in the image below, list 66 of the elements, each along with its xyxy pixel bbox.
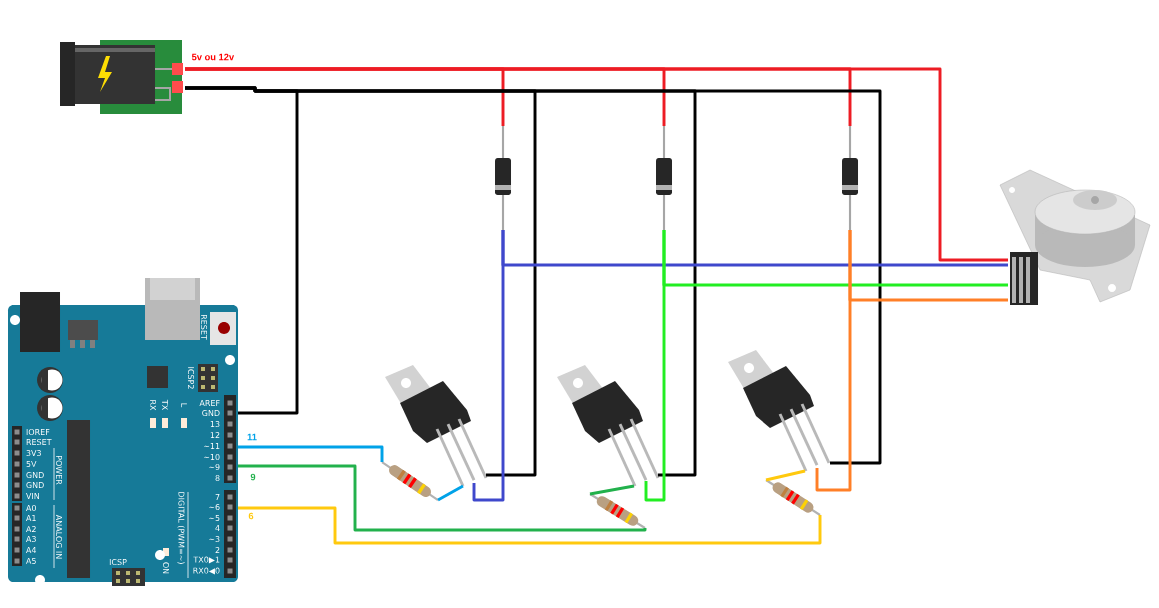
- board-label: ICSP: [109, 559, 127, 566]
- wire: [238, 464, 647, 532]
- wire: [644, 230, 666, 502]
- board-label: AREF: [199, 400, 220, 406]
- board-label: ICSP2: [188, 367, 195, 389]
- board-label: RX: [150, 400, 156, 411]
- board-label: ~9: [209, 464, 220, 470]
- board-label: RESET: [201, 315, 208, 340]
- board-label: VIN: [26, 493, 39, 499]
- wire: [765, 469, 806, 482]
- transistor-drawing: [385, 365, 488, 487]
- board-label: 3V3: [26, 450, 41, 456]
- microcontroller-board-drawing: [8, 278, 238, 586]
- board-label: RX0◀0: [193, 567, 220, 575]
- board-label: 12: [210, 432, 220, 438]
- board-label: POWER: [56, 456, 63, 485]
- transistor-drawing: [728, 350, 831, 472]
- supply-voltage-label: 5v ou 12v: [191, 53, 235, 61]
- wire: [238, 445, 384, 462]
- pin-number: 6: [247, 511, 255, 521]
- board-label: L: [181, 403, 187, 408]
- board-label: ~5: [209, 515, 220, 521]
- diode-drawing: [842, 126, 858, 230]
- board-label: 4: [215, 525, 220, 531]
- wire: [238, 506, 822, 545]
- board-label: GND: [202, 410, 220, 416]
- board-label: ~10: [204, 454, 220, 460]
- resistor-drawing: [765, 479, 821, 516]
- board-label: TX: [162, 399, 168, 410]
- diode-drawing: [656, 126, 672, 230]
- board-label: A5: [26, 558, 36, 564]
- wire: [185, 86, 882, 465]
- board-label: ~3: [209, 536, 220, 542]
- board-label: TX0▶1: [193, 556, 220, 564]
- transistor-drawing: [557, 365, 660, 487]
- resistor-drawing: [589, 493, 646, 529]
- board-label: A1: [26, 515, 36, 521]
- board-label: IOREF: [26, 429, 50, 435]
- board-label: 13: [210, 421, 220, 427]
- board-label: ~6: [209, 504, 220, 510]
- board-label: A3: [26, 536, 36, 542]
- wire: [815, 230, 852, 492]
- wire: [185, 67, 1008, 262]
- wire: [437, 484, 464, 502]
- board-label: 8: [215, 475, 220, 481]
- board-label: DIGITAL (PWM=~): [177, 492, 185, 564]
- motor-drawing: [999, 169, 1151, 305]
- diode-drawing: [495, 126, 511, 230]
- pin-number: 9: [249, 472, 257, 482]
- wire: [589, 484, 635, 496]
- board-label: ON: [163, 562, 170, 574]
- board-label: 5V: [26, 461, 37, 467]
- resistor-drawing: [381, 461, 439, 501]
- board-label: A4: [26, 547, 37, 553]
- board-label: GND: [26, 482, 44, 488]
- pin-number: 11: [245, 432, 259, 442]
- board-label: GND: [26, 472, 44, 478]
- board-label: 2: [215, 547, 220, 553]
- wire: [472, 230, 505, 502]
- board-label: 7: [215, 494, 220, 500]
- board-label: A0: [26, 505, 36, 511]
- board-label: ANALOG IN: [56, 514, 63, 559]
- board-label: A2: [26, 526, 36, 532]
- power-jack-drawing: [60, 40, 183, 114]
- board-label: RESET: [26, 439, 52, 445]
- board-label: ~11: [204, 443, 220, 449]
